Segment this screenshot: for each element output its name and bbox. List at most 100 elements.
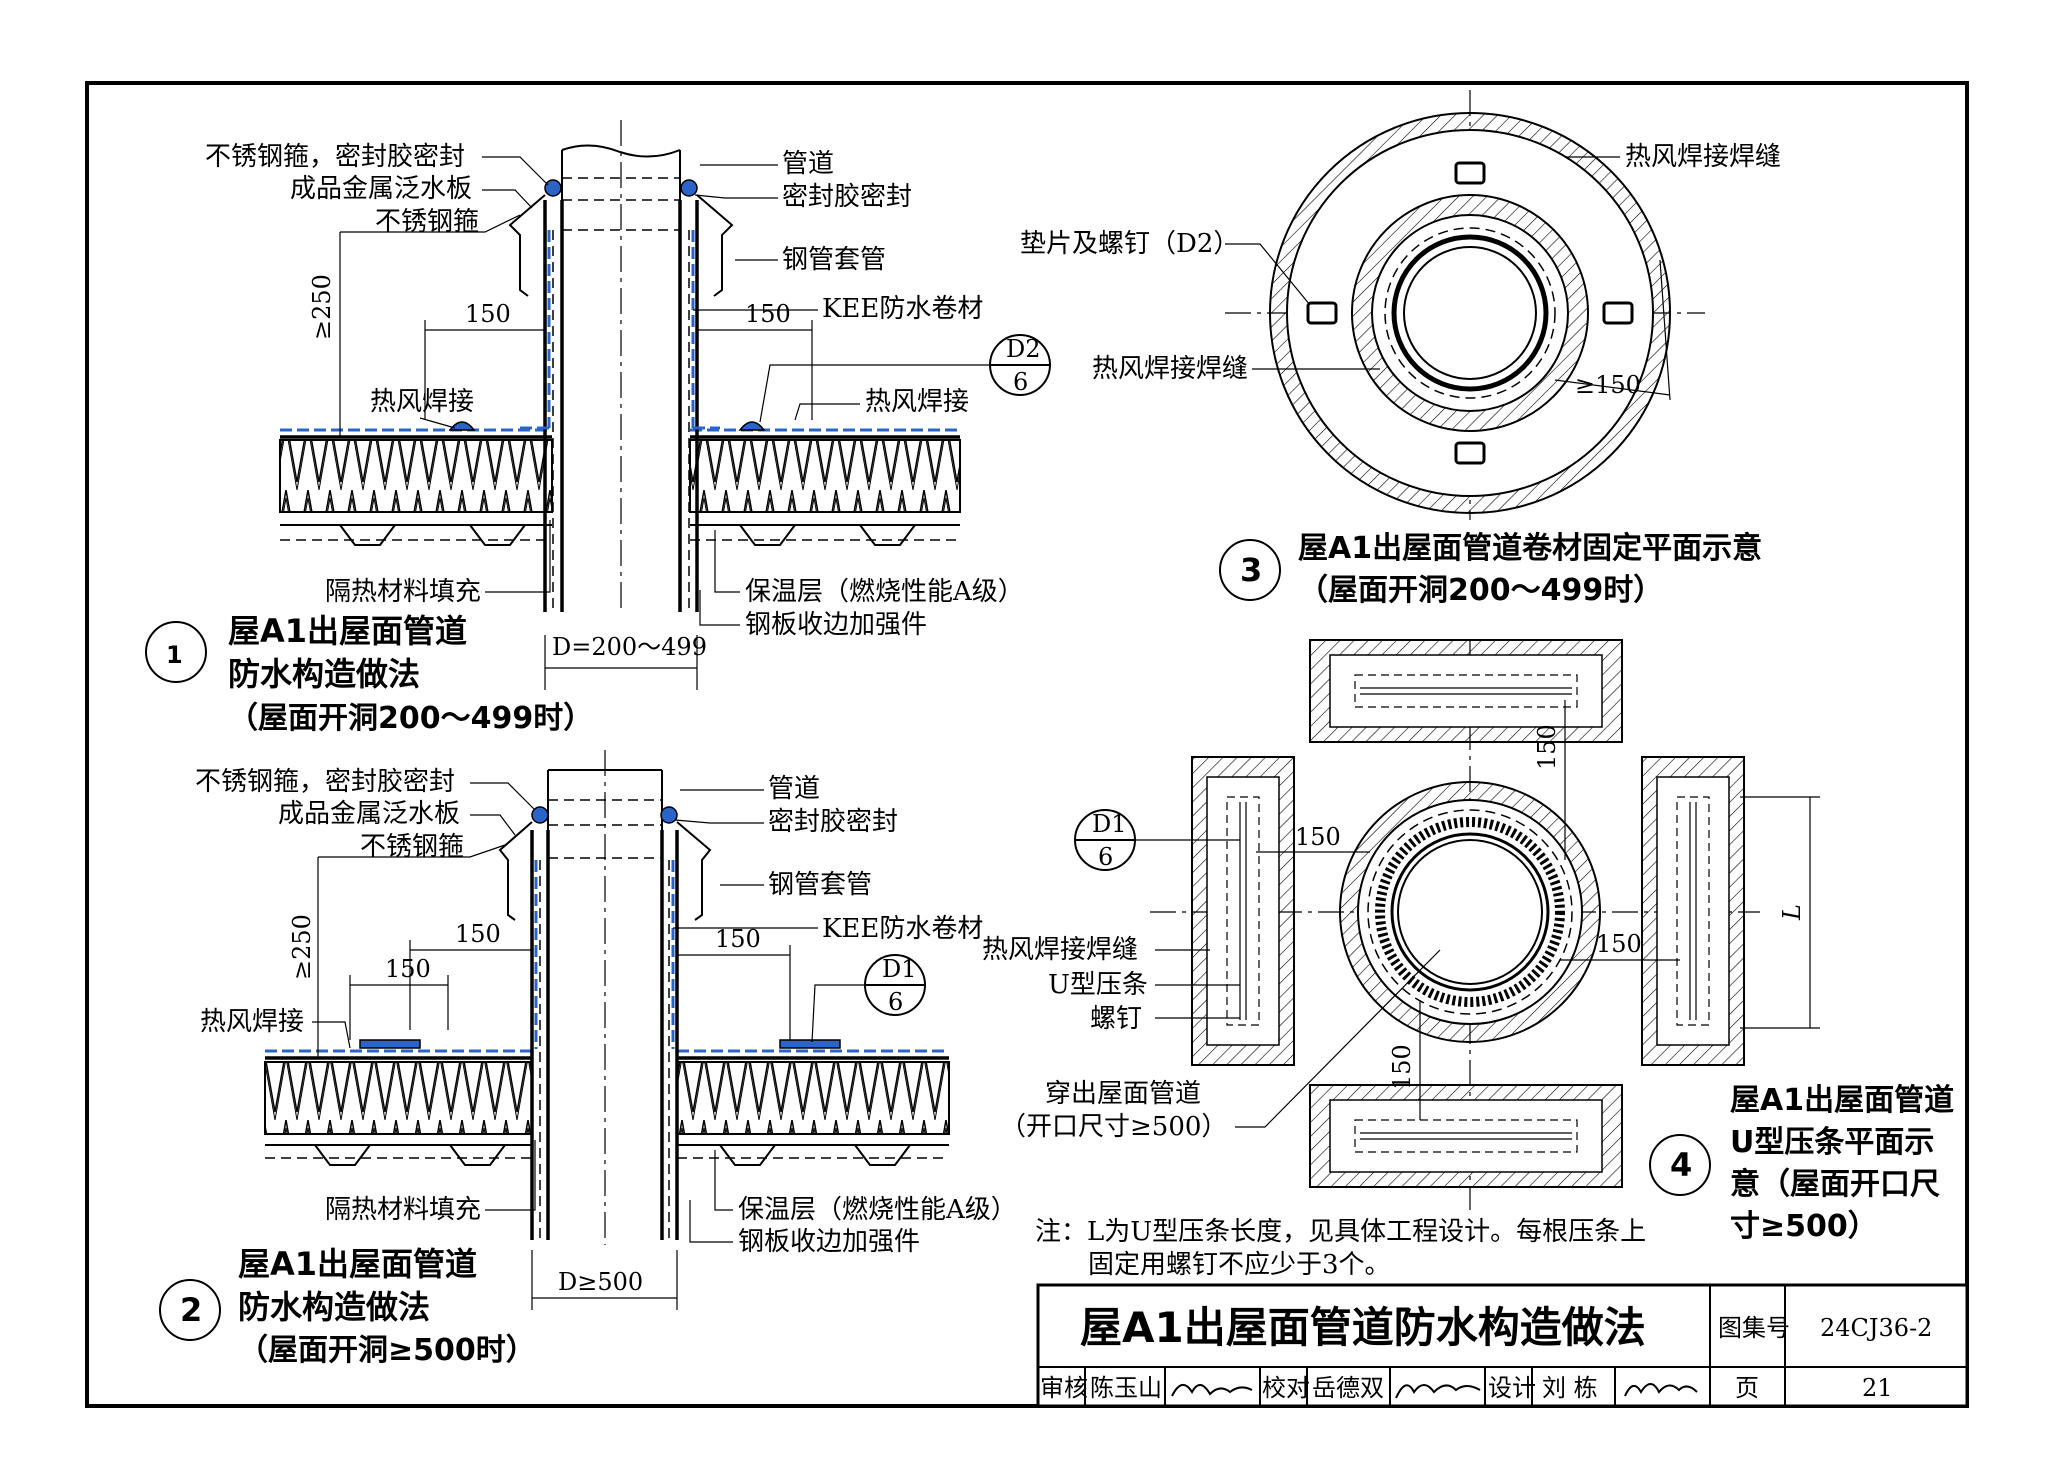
atlas-label: 图集号	[1718, 1314, 1790, 1342]
label-clamp-seal: 不锈钢箍，密封胶密封	[205, 142, 465, 172]
sheet-border	[85, 81, 1969, 1408]
ref-top: D2	[1006, 335, 1041, 363]
label-flashing-2: 成品金属泛水板	[278, 799, 460, 829]
designer-signature	[1624, 1383, 1698, 1397]
label-pipe-4-line2: （开口尺寸≥500）	[1000, 1112, 1227, 1142]
detail-4-annotations: 150 150 150 150 L 热风焊接焊缝 U型压条 螺钉 穿出屋面管道 …	[982, 700, 1806, 1142]
reviewer: 陈玉山	[1090, 1374, 1162, 1402]
checker: 岳德双	[1312, 1374, 1384, 1402]
detail-1-number: 1	[166, 641, 183, 669]
dim-bottom-4: 150	[1388, 1044, 1416, 1090]
title-block-title: 屋A1出屋面管道防水构造做法	[1080, 1303, 1646, 1352]
label-weld-top-3: 热风焊接焊缝	[1625, 142, 1781, 172]
insulation-layer-right-2	[676, 1061, 950, 1135]
dim-left: 150	[465, 300, 511, 328]
detail-2-number: 2	[180, 1291, 202, 1329]
label-screw: 螺钉	[1090, 1004, 1142, 1034]
label-clamp-seal-2: 不锈钢箍，密封胶密封	[195, 767, 455, 797]
page-label: 页	[1735, 1374, 1759, 1402]
note-line-2: 固定用螺钉不应少于3个。	[1088, 1250, 1391, 1280]
detail-4-title-2: U型压条平面示	[1730, 1125, 1934, 1160]
detail-4-title-3: 意（屋面开口尺	[1730, 1167, 1940, 1202]
label-sleeve-2: 钢管套管	[768, 870, 872, 900]
detail-4-number: 4	[1670, 1146, 1692, 1184]
detail-2-annotations: 不锈钢箍，密封胶密封 成品金属泛水板 不锈钢箍 管道 密封胶密封 钢管套管 KE…	[195, 767, 1017, 1310]
detail-3-title-2: （屋面开洞200～499时）	[1298, 573, 1663, 608]
ref-bottom: 6	[1013, 368, 1028, 396]
label-weld-left: 热风焊接	[370, 387, 474, 417]
dim-right-4: 150	[1596, 930, 1642, 958]
dim-length-4: L	[1778, 904, 1806, 921]
label-weld-2: 热风焊接	[200, 1007, 304, 1037]
dim-radius-3: ≥150	[1575, 371, 1641, 399]
label-insulation-fill-2: 隔热材料填充	[325, 1195, 481, 1225]
label-edge-plate-2: 钢板收边加强件	[738, 1227, 920, 1257]
detail-4-caption: 4 屋A1出屋面管道 U型压条平面示 意（屋面开口尺 寸≥500）	[1649, 1083, 1954, 1244]
detail-1-annotations: 不锈钢箍，密封胶密封 成品金属泛水板 不锈钢箍 管道 密封胶密封 钢管套管 KE…	[205, 142, 1051, 690]
detail-2-section	[264, 750, 950, 1245]
detail-2-title-1: 屋A1出屋面管道	[238, 1245, 477, 1283]
detail-1-caption: 1 屋A1出屋面管道 防水构造做法 （屋面开洞200～499时）	[145, 612, 593, 736]
label-insulation-fill: 隔热材料填充	[325, 577, 481, 607]
detail-3-annotations: 热风焊接焊缝 垫片及螺钉（D2） 热风焊接焊缝 ≥150	[1020, 142, 1781, 399]
dim-left-outer: 150	[455, 920, 501, 948]
label-sealant-2: 密封胶密封	[768, 807, 898, 837]
label-washer-screw: 垫片及螺钉（D2）	[1020, 229, 1239, 259]
design-label: 设计	[1488, 1374, 1536, 1402]
dim-right-2: 150	[715, 925, 761, 953]
ref-top-2: D1	[882, 955, 917, 983]
review-label: 审核	[1040, 1374, 1088, 1402]
detail-2-title-2: 防水构造做法	[238, 1288, 430, 1326]
detail-3-plan	[1225, 90, 1705, 520]
detail-1-title-3: （屋面开洞200～499时）	[228, 701, 593, 736]
title-block: 屋A1出屋面管道防水构造做法 图集号 24CJ36-2 审核 陈玉山 校对 岳德…	[1036, 1283, 1969, 1408]
label-flashing: 成品金属泛水板	[290, 174, 472, 204]
designer: 刘 栋	[1542, 1374, 1598, 1402]
dim-diameter: D=200～499	[552, 633, 707, 661]
dim-right: 150	[745, 300, 791, 328]
dim-left-inner: 150	[385, 955, 431, 983]
detail-3-caption: 3 屋A1出屋面管道卷材固定平面示意 （屋面开洞200～499时）	[1219, 531, 1762, 608]
ref-bottom-4: 6	[1098, 843, 1113, 871]
label-insulation-layer: 保温层（燃烧性能A级）	[745, 577, 1024, 607]
insulation-layer-left	[279, 439, 553, 513]
label-weld-4: 热风焊接焊缝	[982, 935, 1138, 965]
label-edge-plate: 钢板收边加强件	[745, 610, 927, 640]
label-insulation-layer-2: 保温层（燃烧性能A级）	[738, 1195, 1017, 1225]
detail-2-title-3: （屋面开洞≥500时）	[238, 1333, 536, 1368]
insulation-layer-right	[689, 439, 961, 513]
detail-4-title-4: 寸≥500）	[1730, 1209, 1878, 1244]
dim-top-4: 150	[1533, 724, 1561, 770]
detail-1-title-1: 屋A1出屋面管道	[228, 612, 467, 650]
page-no: 21	[1862, 1374, 1893, 1402]
note-line-1: 注：L为U型压条长度，见具体工程设计。每根压条上	[1035, 1217, 1646, 1247]
reviewer-signature	[1171, 1384, 1253, 1397]
check-label: 校对	[1262, 1374, 1310, 1402]
note: 注：L为U型压条长度，见具体工程设计。每根压条上 固定用螺钉不应少于3个。	[1035, 1217, 1646, 1280]
detail-4-title-1: 屋A1出屋面管道	[1730, 1083, 1954, 1118]
label-sleeve: 钢管套管	[782, 245, 886, 275]
dim-left-4: 150	[1295, 823, 1341, 851]
checker-signature	[1395, 1384, 1481, 1399]
label-pipe: 管道	[782, 149, 834, 179]
ref-bottom-2: 6	[888, 988, 903, 1016]
label-pipe-2: 管道	[768, 774, 820, 804]
label-weld-right: 热风焊接	[865, 387, 969, 417]
dim-height-2: ≥250	[288, 914, 316, 980]
detail-4-plan	[1150, 639, 1820, 1210]
dim-diameter-2: D≥500	[558, 1268, 643, 1296]
label-membrane-2: KEE防水卷材	[822, 914, 983, 944]
detail-3-number: 3	[1240, 551, 1262, 589]
ref-top-4: D1	[1092, 810, 1127, 838]
label-weld-left-3: 热风焊接焊缝	[1092, 354, 1248, 384]
detail-2-caption: 2 屋A1出屋面管道 防水构造做法 （屋面开洞≥500时）	[159, 1245, 536, 1368]
dim-height: ≥250	[308, 274, 336, 340]
detail-3-title-1: 屋A1出屋面管道卷材固定平面示意	[1298, 531, 1762, 566]
label-membrane: KEE防水卷材	[822, 294, 983, 324]
label-pipe-4-line1: 穿出屋面管道	[1045, 1079, 1201, 1109]
label-sealant: 密封胶密封	[782, 182, 912, 212]
detail-1-title-2: 防水构造做法	[228, 655, 420, 693]
atlas-no: 24CJ36-2	[1820, 1314, 1932, 1342]
label-u-strip: U型压条	[1048, 970, 1148, 1000]
